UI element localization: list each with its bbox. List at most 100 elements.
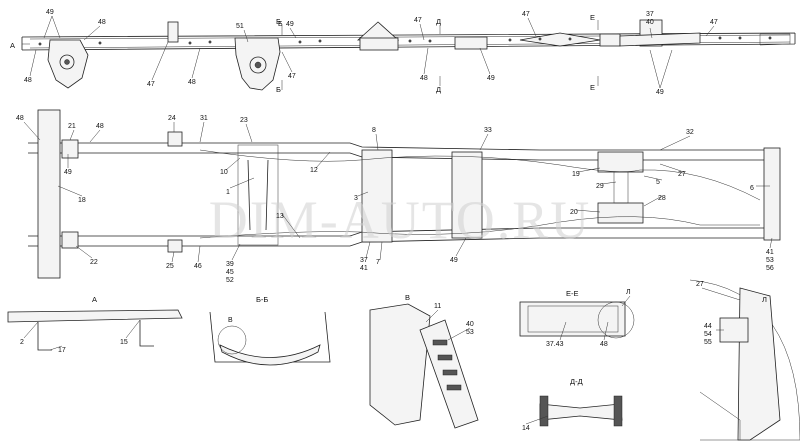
callout-mid-48b: 48 <box>96 123 104 130</box>
crossmember-3 <box>361 149 393 243</box>
callout-mid-5: 5 <box>656 179 660 186</box>
callout-mid-46: 46 <box>194 263 202 270</box>
detail-l-bolt-head <box>719 317 749 343</box>
bracket-21 <box>61 139 79 159</box>
callout-mid-1: 1 <box>226 189 230 196</box>
callout-mid-28: 28 <box>658 195 666 202</box>
callout-detail-55: 55 <box>704 339 712 346</box>
callout-mid-13: 13 <box>276 213 284 220</box>
detail-l-gusset <box>699 391 741 440</box>
detail-title-bb: Б-Б <box>256 295 268 304</box>
callout-mid-22: 22 <box>90 259 98 266</box>
callout-mid-21: 21 <box>68 123 76 130</box>
callout-detail-11: 11 <box>434 303 441 310</box>
callout-mid-32: 32 <box>686 129 694 136</box>
watermark: DIM-AUTO.RU <box>209 190 592 250</box>
callout-detail-v: В <box>228 317 233 324</box>
upper-rail-outer <box>28 142 780 151</box>
callout-mid-49a: 49 <box>64 169 72 176</box>
middle-bracket-bolt <box>249 56 267 74</box>
callout-mid-24: 24 <box>168 115 176 122</box>
brake-line-13 <box>199 216 760 239</box>
detail-ee-callout-circle <box>597 301 635 339</box>
callout-top-49c: 49 <box>487 75 495 82</box>
detail-a-plate <box>7 309 183 323</box>
rear-bracket-1 <box>599 33 621 47</box>
callout-mid-56: 56 <box>766 265 774 272</box>
bracket-25 <box>167 239 183 253</box>
callout-detail-48: 48 <box>600 341 608 348</box>
crossmember-plate-2 <box>454 36 488 50</box>
bracket-bolt-center <box>64 59 70 65</box>
callout-top-47b: 47 <box>288 73 296 80</box>
callouts-middle: 48 21 48 49 18 22 24 31 23 10 1 25 46 39… <box>16 115 774 284</box>
leader-lines-middle <box>23 121 773 263</box>
upper-rail-inner <box>28 152 780 161</box>
detail-a-brackets <box>37 320 154 351</box>
rail-end-plate <box>759 33 791 46</box>
detail-l <box>689 279 800 441</box>
callout-top-49d: 49 <box>656 89 664 96</box>
detail-title-v: В <box>405 293 410 302</box>
rear-cross-tube <box>613 171 629 204</box>
callout-mid-23: 23 <box>240 117 248 124</box>
bracket-bolt <box>59 54 75 70</box>
callout-mid-39: 39 <box>226 261 234 268</box>
callout-detail-37-43: 37.43 <box>546 341 564 348</box>
callout-detail-40: 40 <box>466 321 474 328</box>
side-rail-view <box>21 19 796 91</box>
callout-mid-45: 45 <box>226 269 234 276</box>
callout-mid-31: 31 <box>200 115 208 122</box>
frame-plan-view <box>28 109 781 279</box>
callout-top-49a: 49 <box>46 9 54 16</box>
detail-title-l: Л <box>762 295 767 304</box>
detail-ee-inner <box>527 305 619 333</box>
callout-mid-12: 12 <box>310 167 318 174</box>
callout-mid-19: 19 <box>572 171 580 178</box>
callout-detail-2: 2 <box>20 339 24 346</box>
callout-top-48b: 48 <box>24 77 32 84</box>
middle-bracket-bolt-center <box>254 61 262 69</box>
small-bracket <box>167 21 179 43</box>
section-mark-d-top: Д <box>436 17 441 26</box>
callout-detail-17: 17 <box>58 347 66 354</box>
callout-mid-25: 25 <box>166 263 174 270</box>
callout-mid-8: 8 <box>372 127 376 134</box>
detail-title-ee: Е-Е <box>566 289 579 298</box>
detail-dd-right-end <box>613 395 623 427</box>
callout-detail-14: 14 <box>522 425 530 432</box>
detail-dd-left-end <box>539 395 549 427</box>
callout-top-47d: 47 <box>522 11 530 18</box>
rear-end-crossmember <box>763 147 781 241</box>
side-rail-outline <box>21 32 796 51</box>
callout-mid-37: 37 <box>360 257 368 264</box>
detail-dd-crossmember <box>539 403 623 421</box>
callout-top-49b: 49 <box>286 21 294 28</box>
detail-dd <box>539 395 623 427</box>
crossmember-plate-1 <box>359 37 399 51</box>
gusset-plate-1 <box>356 21 400 41</box>
detail-l-rail-section <box>737 287 781 441</box>
callout-mid-41b: 41 <box>766 249 774 256</box>
bracket-24 <box>167 131 183 147</box>
detail-ee-section <box>519 301 626 337</box>
callout-mid-6: 6 <box>750 185 754 192</box>
leader-lines-details <box>23 287 741 425</box>
rear-reinforcement <box>619 32 701 47</box>
callout-mid-18: 18 <box>78 197 86 204</box>
section-mark-a: А <box>10 41 15 50</box>
callout-mid-3: 3 <box>354 195 358 202</box>
callout-detail-53: 53 <box>466 329 474 336</box>
callout-top-48d: 48 <box>420 75 428 82</box>
callout-detail-27: 27 <box>696 281 704 288</box>
callout-top-48a: 48 <box>98 19 106 26</box>
detail-ee <box>519 301 635 339</box>
callout-detail-54: 54 <box>704 331 712 338</box>
detail-l-boundary <box>689 279 800 441</box>
section-mark-d-bottom: Д <box>436 85 441 94</box>
detail-title-a: А <box>92 295 97 304</box>
callout-top-47c: 47 <box>414 17 422 24</box>
callouts-details: 2 17 15 В 11 40 53 37.43 48 Л 14 27 44 5… <box>20 281 712 432</box>
rail-holes <box>38 36 772 46</box>
